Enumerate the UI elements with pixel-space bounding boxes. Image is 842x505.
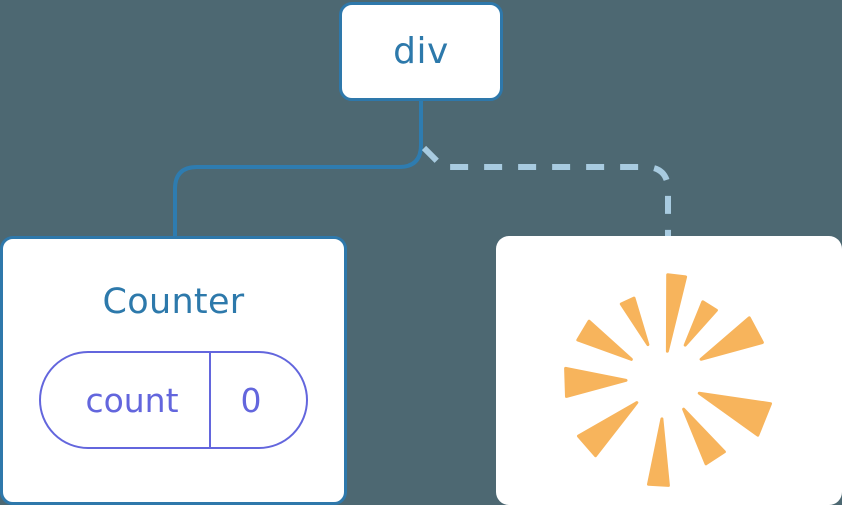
ray-sse: [682, 407, 726, 466]
ray-nw: [576, 319, 633, 361]
node-burst[interactable]: [496, 236, 842, 505]
ray-nne: [683, 300, 718, 347]
ray-w: [564, 366, 628, 398]
edge-div-burst: [421, 145, 671, 238]
ray-n: [665, 273, 688, 353]
state-value: 0: [240, 380, 262, 420]
state-pill-divider: [208, 353, 211, 447]
ray-sw: [577, 401, 639, 458]
ray-e: [697, 391, 772, 437]
node-div[interactable]: div: [339, 2, 503, 101]
node-div-label: div: [393, 30, 449, 72]
node-counter-label: Counter: [102, 282, 245, 322]
edge-div-counter: [173, 99, 423, 240]
sparkle-burst-icon: [564, 273, 772, 487]
ray-nnw: [619, 296, 650, 347]
ray-s: [647, 417, 670, 487]
state-key: count: [85, 380, 179, 420]
ray-ne: [699, 316, 764, 361]
state-pill-count[interactable]: count 0: [39, 351, 308, 449]
node-counter[interactable]: Counter count 0: [0, 236, 347, 505]
